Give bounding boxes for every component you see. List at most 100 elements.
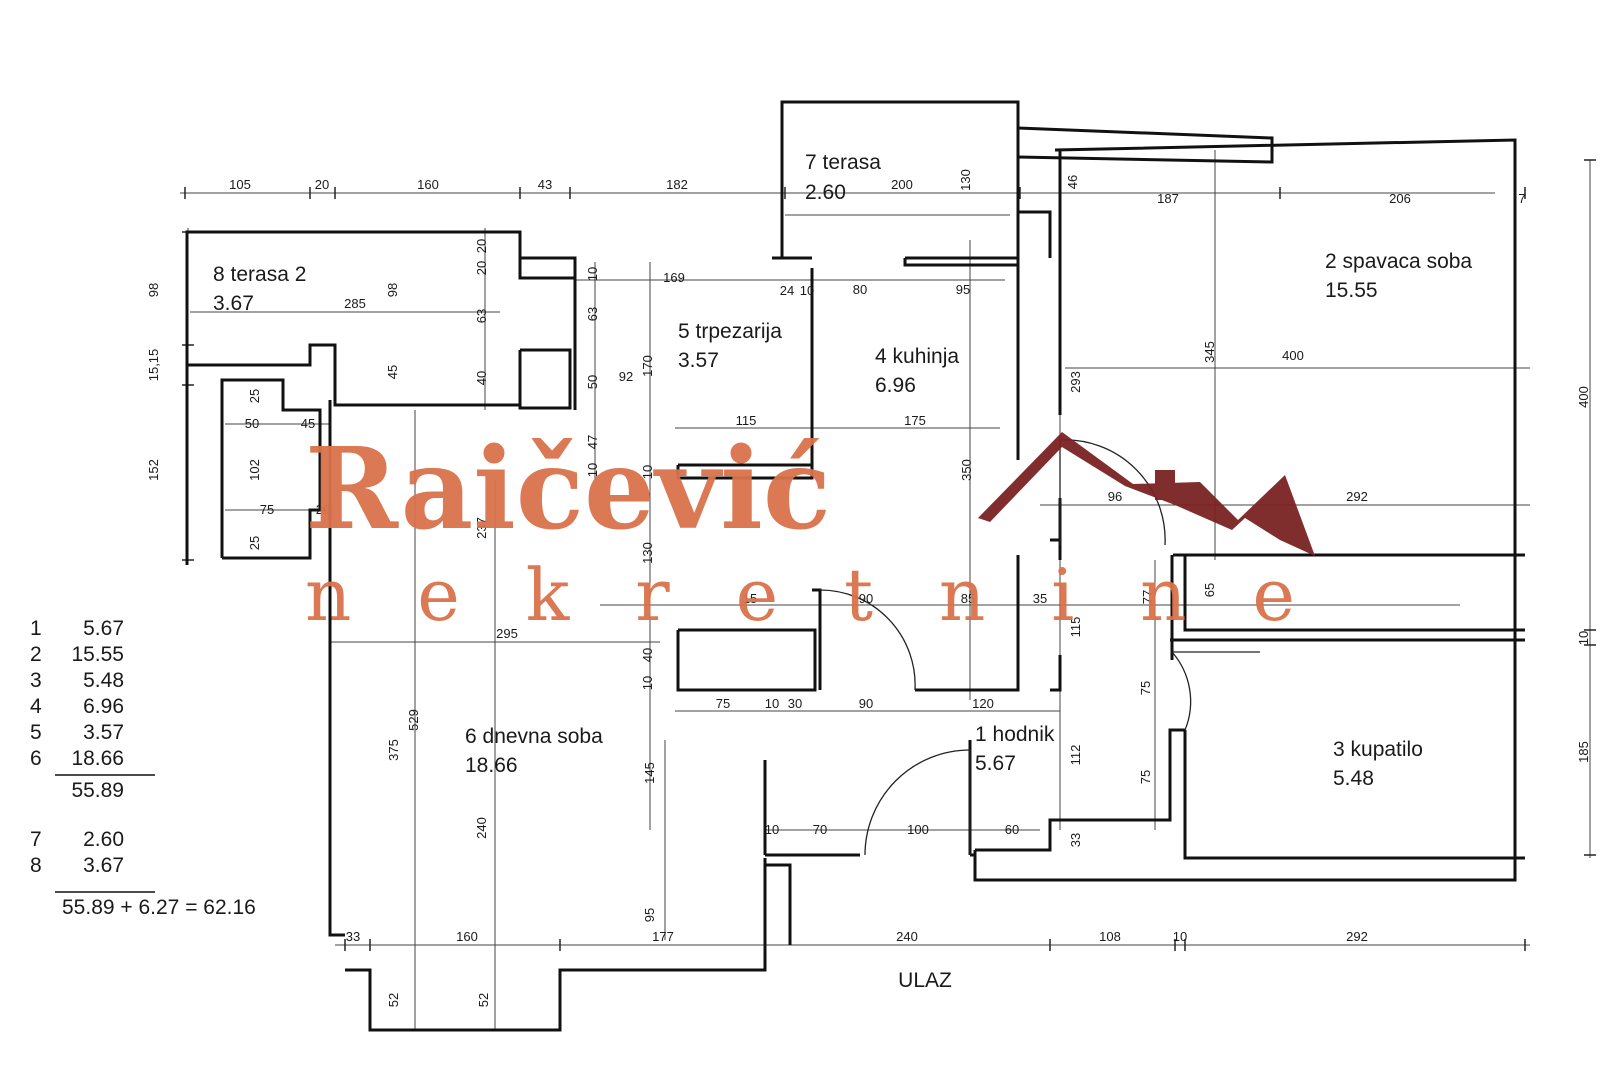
dim-int-5: 40 [474,371,489,385]
dim-right-1: 10 [1576,631,1591,645]
dim-int-11: 75 [260,502,274,517]
dim-bottom-4: 108 [1099,929,1121,944]
dim-int-51: 30 [788,696,802,711]
dim-int-49: 75 [716,696,730,711]
dim-int-35: 96 [1108,489,1122,504]
door-swings [819,439,1260,856]
dim-bottom-3: 240 [896,929,918,944]
dim-int-29: 237 [474,517,489,539]
dimension-ticks [182,159,1596,951]
dim-int-44: 40 [640,648,655,662]
dim-int-61: 70 [813,822,827,837]
area-table: 1 5.67 2 15.55 3 5.48 4 6.96 5 3.57 6 18… [30,617,256,919]
room-name-spavaca: 2 spavaca soba [1325,250,1472,273]
dim-top-7: 46 [1065,175,1080,189]
dim-int-62: 100 [907,822,929,837]
area-row-value: 18.66 [71,747,124,770]
area-row-num: 2 [30,643,42,666]
dim-int-47: 529 [406,709,421,731]
dim-int-60: 10 [765,822,779,837]
dim-int-59: 95 [642,908,657,922]
dim-int-57: 145 [642,762,657,784]
dim-right-2: 185 [1576,741,1591,763]
dim-top-2: 160 [417,177,439,192]
room-name-hodnik: 1 hodnik [975,723,1055,746]
dim-int-30: 130 [640,542,655,564]
dim-bottom-0: 33 [346,929,360,944]
dim-int-20: 24 [780,283,794,298]
dim-int-26: 47 [585,435,600,449]
dimension-labels: 105 20 160 43 182 200 130 46 187 206 7 9… [146,169,1591,1007]
dim-int-33: 85 [961,591,975,606]
dim-int-54: 75 [1138,681,1153,695]
dim-bottom-2: 177 [652,929,674,944]
dim-int-42: 115 [1068,617,1083,638]
area-row-value: 6.96 [83,695,124,718]
area-row-value: 5.48 [83,669,124,692]
area-total: 55.89 + 6.27 = 62.16 [62,896,256,919]
dim-int-43: 77 [1140,590,1155,604]
dim-top-3: 43 [538,177,552,192]
room-area-terasa2: 3.67 [213,292,254,315]
area-row-value: 3.67 [83,854,124,877]
area-subtotal: 55.89 [71,779,124,802]
room-name-terasa2: 8 terasa 2 [213,263,306,286]
walls [185,100,1525,1032]
room-area-spavaca: 15.55 [1325,279,1378,302]
area-row-num: 6 [30,747,42,770]
room-area-trpezarija: 3.57 [678,349,719,372]
room-area-dnevna: 18.66 [465,754,518,777]
dim-int-66: 52 [476,993,491,1007]
dim-int-6: 45 [385,365,400,379]
dim-int-25: 175 [904,413,926,428]
dim-int-4: 63 [474,309,489,323]
room-name-dnevna: 6 dnevna soba [465,725,603,748]
dim-int-7: 25 [247,389,262,403]
dim-int-48: 375 [386,739,401,761]
dim-top-4: 182 [666,177,688,192]
dim-int-58: 240 [474,817,489,839]
dim-int-14: 10 [585,267,600,281]
area-row-num: 4 [30,695,42,718]
dim-int-37: 345 [1202,341,1217,363]
dim-int-39: 293 [1068,371,1083,393]
dim-int-63: 60 [1005,822,1019,837]
watermark-line1: Raičević [305,424,831,555]
dim-top-0: 105 [229,177,251,192]
dim-int-19: 169 [663,270,685,285]
area-row-num: 3 [30,669,42,692]
dim-top-9: 206 [1389,191,1411,206]
dim-int-17: 92 [619,369,633,384]
dim-int-1: 20 [474,261,489,275]
dim-int-55: 112 [1068,745,1083,766]
dim-int-16: 50 [585,375,600,389]
dim-bottom-1: 160 [456,929,478,944]
dim-int-32: 90 [859,591,873,606]
dim-int-34: 35 [1033,591,1047,606]
dim-top-10: 7 [1518,191,1525,206]
area-row-num: 8 [30,854,42,877]
dim-int-24: 115 [736,413,757,428]
dim-int-8: 50 [245,416,259,431]
dimension-lines [180,150,1591,1030]
dim-int-12: 20 [316,502,330,517]
dim-top-6: 130 [958,169,973,191]
dim-int-41: 65 [1202,583,1217,597]
room-labels: 7 terasa 2.60 8 terasa 2 3.67 2 spavaca … [213,151,1472,992]
area-row-value: 3.57 [83,721,124,744]
dim-int-27: 10 [585,463,600,477]
chimney-icon [1155,470,1175,500]
dim-int-45: 10 [640,676,655,690]
dim-left-2: 152 [146,459,161,481]
area-row-num: 7 [30,828,42,851]
dim-left-0: 98 [146,283,161,297]
dim-int-46: 295 [496,626,518,641]
dim-int-52: 90 [859,696,873,711]
dim-right-0: 400 [1576,386,1591,408]
dim-int-40: 350 [959,459,974,481]
dim-top-8: 187 [1157,191,1179,206]
dim-int-36: 292 [1346,489,1368,504]
dim-int-64: 33 [1068,833,1083,847]
dim-int-15: 63 [585,307,600,321]
